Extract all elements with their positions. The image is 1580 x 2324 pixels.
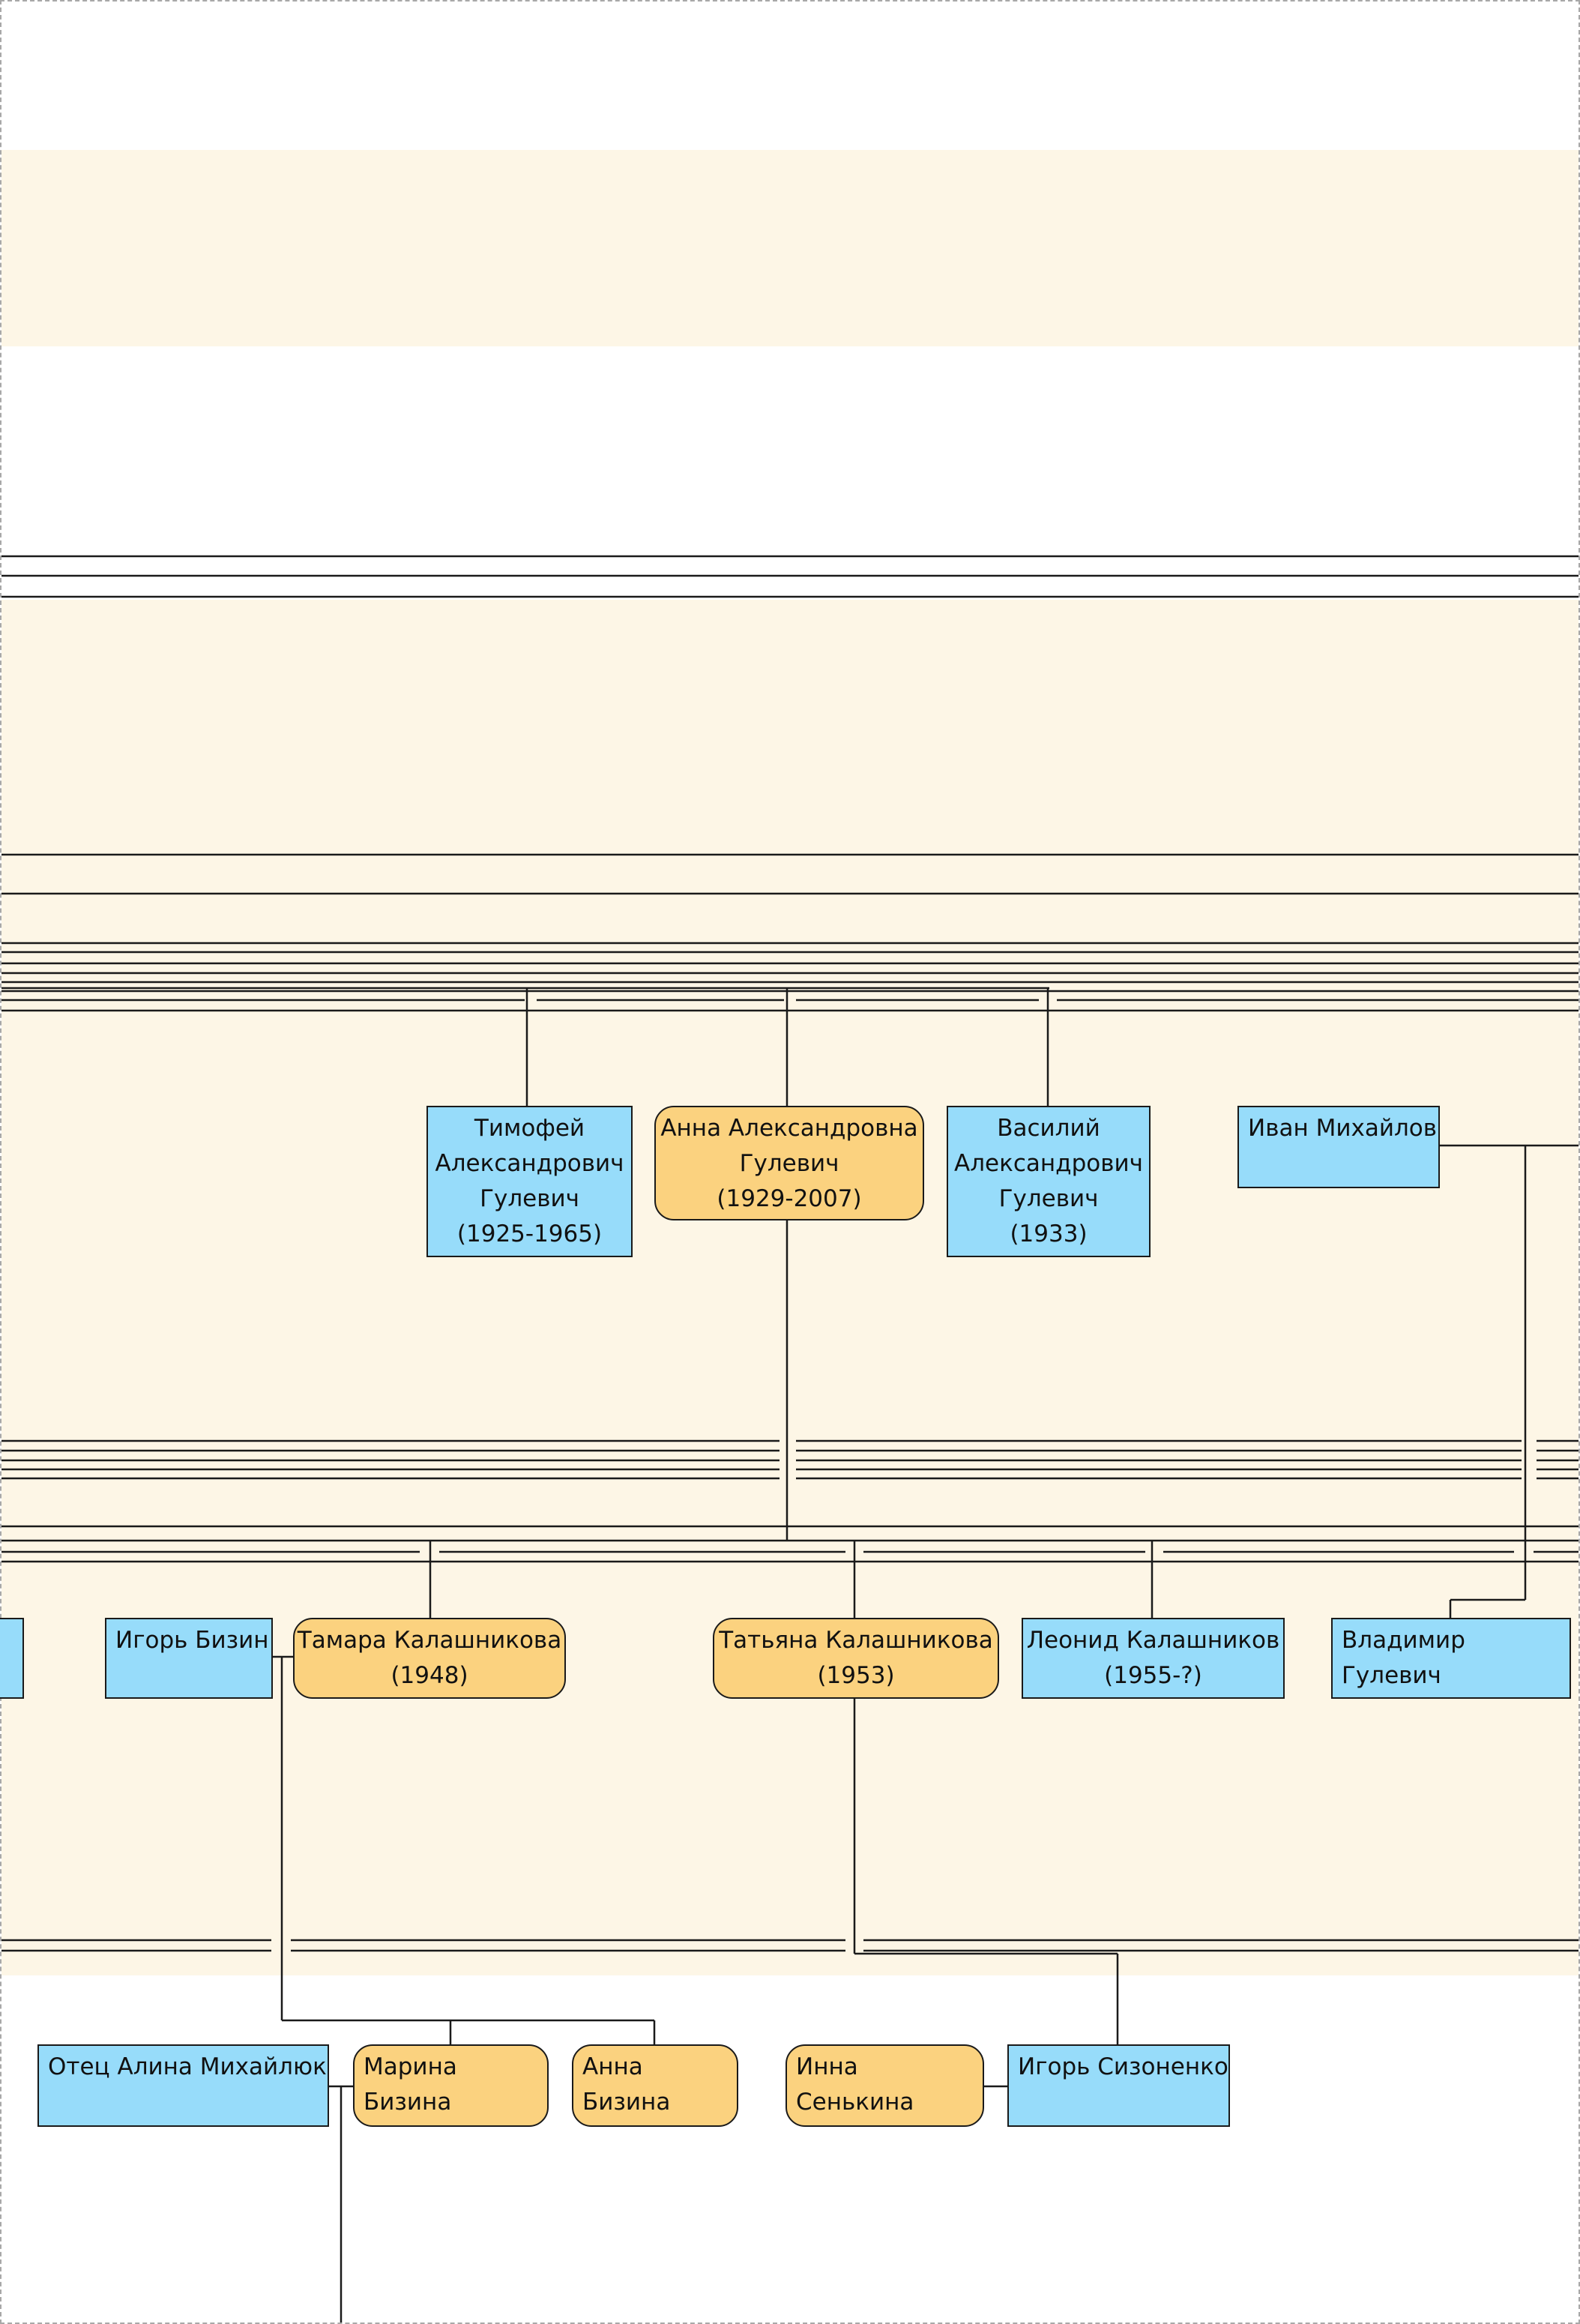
person-igor-bizin: Игорь Бизин <box>105 1618 273 1699</box>
gen3-bus-lines <box>1 1220 1579 1618</box>
generation-band <box>1 600 1579 1484</box>
person-igor-sizonenko: Игорь Сизоненко <box>1007 2044 1230 2127</box>
person-timofey-gulevich: Тимофей Александрович Гулевич (1925-1965… <box>426 1106 633 1257</box>
generation-band <box>1 1484 1579 1975</box>
person-marina-bizina: Марина Бизина <box>353 2044 549 2127</box>
person-tatyana-kalashnikova: Татьяна Калашникова (1953) <box>713 1618 999 1699</box>
person-ivan-mikhaylov: Иван Михайлов <box>1237 1106 1440 1188</box>
person-anna-gulevich: Анна Александровна Гулевич (1929-2007) <box>654 1106 924 1220</box>
person-anna-bizina: Анна Бизина <box>572 2044 738 2127</box>
generation-band <box>1 150 1579 346</box>
person-vasiliy-gulevich: Василий Александрович Гулевич (1933) <box>947 1106 1151 1257</box>
ivan-vladimir-link <box>1439 1144 1579 1618</box>
person-partial-left <box>0 1618 24 1699</box>
sibling-bus-gen2 <box>1 987 1579 1106</box>
relation-lines <box>1 555 1579 1528</box>
person-vladimir-gulevich: Владимир Гулевич <box>1331 1618 1571 1699</box>
person-inna-senkina: Инна Сенькина <box>786 2044 984 2127</box>
gen4-bus-lines <box>1 1655 1579 2323</box>
person-otets-alina-mikhaylyuk: Отец Алина Михайлюк <box>37 2044 329 2127</box>
person-leonid-kalashnikov: Леонид Калашников (1955-?) <box>1022 1618 1285 1699</box>
person-tamara-kalashnikova: Тамара Калашникова (1948) <box>293 1618 566 1699</box>
